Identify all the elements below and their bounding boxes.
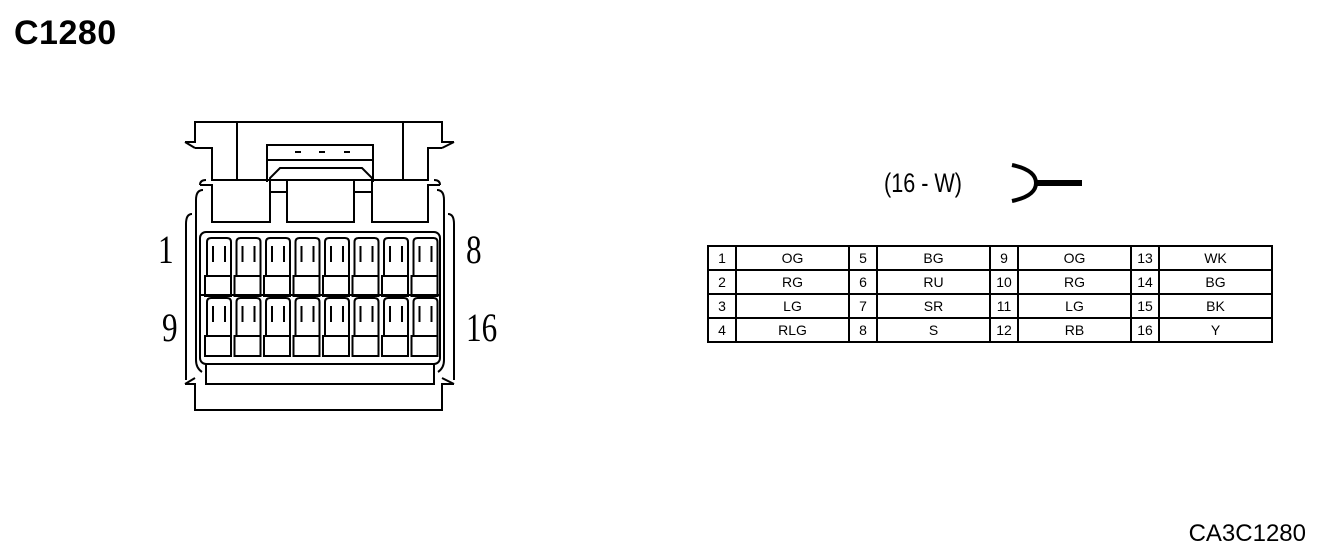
wire-color: RU xyxy=(876,269,991,295)
pin-number: 6 xyxy=(848,269,878,295)
terminal-cavity-16 xyxy=(410,297,439,357)
wire-color: BG xyxy=(1158,269,1273,295)
connector-wire-icon xyxy=(1011,163,1082,203)
pin-number: 12 xyxy=(989,317,1019,343)
terminal-cavity-7 xyxy=(381,237,409,297)
wire-color: RLG xyxy=(735,317,850,343)
pin-number: 7 xyxy=(848,293,878,319)
pin-number: 9 xyxy=(989,245,1019,271)
terminal-cavity-10 xyxy=(233,297,262,357)
wire-color: BK xyxy=(1158,293,1273,319)
wire-color: OG xyxy=(735,245,850,271)
wire-color: BG xyxy=(876,245,991,271)
pin-number: 1 xyxy=(707,245,737,271)
terminal-cavity-8 xyxy=(410,237,439,297)
terminal-cavity-15 xyxy=(381,297,409,357)
terminal-cavity-11 xyxy=(263,297,291,357)
pin-label-1: 1 xyxy=(158,227,174,272)
wire-color: WK xyxy=(1158,245,1273,271)
connector-label: (16 - W) xyxy=(884,168,962,198)
pin-number: 16 xyxy=(1130,317,1160,343)
wire-color: OG xyxy=(1017,245,1132,271)
pin-number: 4 xyxy=(707,317,737,343)
wire-color: RG xyxy=(735,269,850,295)
terminal-cavity-6 xyxy=(351,237,380,297)
pin-label-16: 16 xyxy=(466,305,498,350)
diagram-code: CA3C1280 xyxy=(1188,520,1306,547)
pin-number: 11 xyxy=(989,293,1019,319)
terminal-cavity-12 xyxy=(292,297,321,357)
wire-color: RB xyxy=(1017,317,1132,343)
pin-label-8: 8 xyxy=(466,227,482,272)
table-row: 3 LG 7 SR 11 LG 15 BK xyxy=(707,293,1273,319)
wire-color: Y xyxy=(1158,317,1273,343)
pin-number: 14 xyxy=(1130,269,1160,295)
wire-color: LG xyxy=(735,293,850,319)
terminal-cavity-5 xyxy=(322,237,350,297)
pin-label-9: 9 xyxy=(162,305,178,350)
table-row: 4 RLG 8 S 12 RB 16 Y xyxy=(707,317,1273,343)
pin-number: 10 xyxy=(989,269,1019,295)
terminal-cavity-14 xyxy=(351,297,380,357)
terminal-cavity-4 xyxy=(292,237,321,297)
terminal-cavity-2 xyxy=(233,237,262,297)
table-row: 1 OG 5 BG 9 OG 13 WK xyxy=(707,245,1273,271)
pin-number: 15 xyxy=(1130,293,1160,319)
wire-color: RG xyxy=(1017,269,1132,295)
pin-number: 2 xyxy=(707,269,737,295)
terminal-cavity-9 xyxy=(204,297,232,357)
terminal-cavity-13 xyxy=(322,297,350,357)
wire-color: LG xyxy=(1017,293,1132,319)
pin-number: 3 xyxy=(707,293,737,319)
connector-title: C1280 xyxy=(14,14,117,52)
pin-number: 8 xyxy=(848,317,878,343)
table-row: 2 RG 6 RU 10 RG 14 BG xyxy=(707,269,1273,295)
terminal-cavity-3 xyxy=(263,237,291,297)
wire-color: SR xyxy=(876,293,991,319)
terminal-cavity-1 xyxy=(204,237,232,297)
pin-number: 13 xyxy=(1130,245,1160,271)
pin-number: 5 xyxy=(848,245,878,271)
wire-color: S xyxy=(876,317,991,343)
pin-color-table: 1 OG 5 BG 9 OG 13 WK 2 RG 6 RU 10 RG 14 … xyxy=(707,245,1273,343)
